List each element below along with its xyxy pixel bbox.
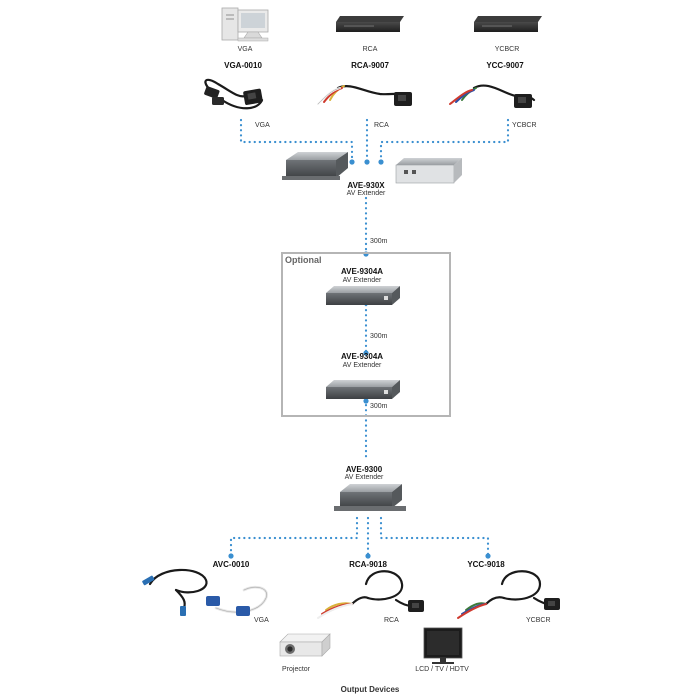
transmitter-desc: AV Extender: [346, 190, 386, 197]
optional-unit-2-model: AVE-9304A: [340, 352, 384, 361]
ycbcr-source-device-icon: [474, 16, 542, 32]
rca-port-label: RCA: [374, 122, 389, 129]
vga-port-label: VGA: [255, 122, 270, 129]
avc-cable-model: AVC-0010: [212, 560, 250, 569]
ave-9304a-unit-2-icon: [326, 380, 400, 399]
projector-label: Projector: [281, 666, 311, 673]
ave-9300-receiver-icon: [334, 484, 406, 511]
receiver-desc: AV Extender: [344, 474, 384, 481]
rca-source-device-icon: [336, 16, 404, 32]
ycbcr-out-port-label: YCBCR: [526, 617, 551, 624]
optional-unit-2-desc: AV Extender: [342, 362, 382, 369]
lcd-tv-icon: [423, 627, 463, 664]
optional-title: Optional: [285, 255, 322, 265]
ycbcr-port-label: YCBCR: [512, 122, 537, 129]
optional-box: [281, 252, 451, 417]
ave-930x-transmitter-icon: [282, 152, 462, 184]
vga-0010-connectors: [204, 86, 263, 105]
ycc-out-cable-model: YCC-9018: [467, 560, 505, 569]
vga-cable-model: VGA-0010: [224, 61, 262, 70]
projector-icon: [279, 633, 331, 657]
optional-unit-1-desc: AV Extender: [342, 277, 382, 284]
avc-0010-cable-icon: [148, 568, 268, 614]
rca-9018-connectors: [408, 600, 424, 612]
pc-icon: [221, 7, 269, 42]
dotted-links: [229, 118, 510, 558]
ycc-9018-cable-icon: [457, 570, 550, 619]
vga-out-port-label: VGA: [254, 617, 269, 624]
display-label: LCD / TV / HDTV: [415, 666, 469, 673]
rca-out-cable-model: RCA-9018: [349, 560, 387, 569]
receiver-model: AVE-9300: [345, 465, 383, 474]
ycbcr-device-label: YCBCR: [494, 46, 520, 53]
optional-unit-1-model: AVE-9304A: [340, 267, 384, 276]
transmitter-model: AVE-930X: [347, 181, 385, 190]
output-devices-caption: Output Devices: [340, 685, 400, 694]
ycc-9018-connectors: [544, 598, 560, 610]
rca-cable-model: RCA-9007: [351, 61, 389, 70]
distance-label-2: 300m: [370, 333, 388, 340]
rca-device-label: RCA: [362, 46, 378, 53]
distance-label-3: 300m: [370, 403, 388, 410]
rca-9007-cable-icon: [317, 85, 404, 105]
ycbcr-cable-model: YCC-9007: [486, 61, 524, 70]
rca-9007-connectors: [394, 92, 412, 106]
ave-9304a-unit-1-icon: [326, 286, 400, 305]
ycc-9007-connectors: [514, 94, 532, 108]
vga-device-label: VGA: [237, 46, 253, 53]
avc-0010-connectors: [142, 575, 250, 616]
rca-9018-cable-icon: [317, 570, 414, 619]
distance-label-1: 300m: [370, 238, 388, 245]
rca-out-port-label: RCA: [384, 617, 399, 624]
